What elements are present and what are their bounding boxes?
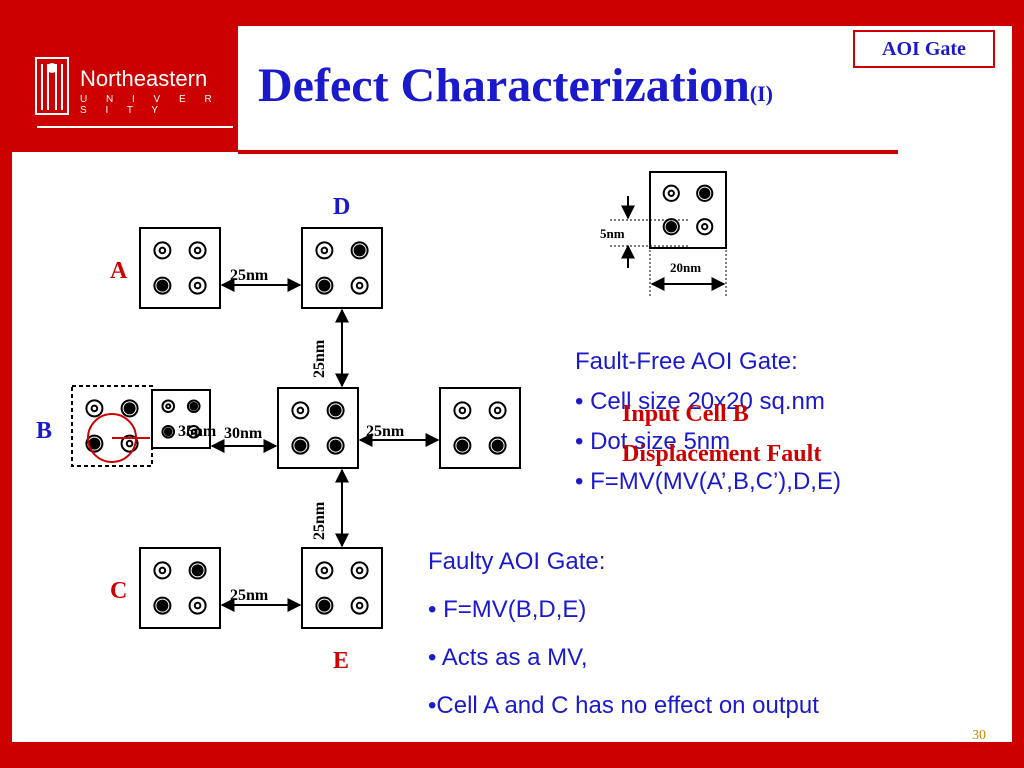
dim-label-bottom: 25nm: [230, 587, 269, 604]
logo-university: U N I V E R S I T Y: [80, 94, 220, 116]
open-dot: [188, 241, 207, 260]
filled-dot: [153, 596, 172, 615]
qca-cells: [71, 171, 727, 629]
title-text: Defect Characterization: [258, 59, 750, 112]
open-dot: [186, 424, 201, 439]
faulty-bullet: •Cell A and C has no effect on output: [428, 692, 819, 719]
open-dot: [188, 276, 207, 295]
dim-label-top: 25nm: [230, 267, 269, 284]
open-dot: [315, 561, 334, 580]
cell-label-d: D: [333, 194, 350, 220]
filled-dot: [326, 401, 345, 420]
legend-cell: [649, 171, 727, 249]
filled-dot: [488, 436, 507, 455]
title-suffix: (I): [749, 81, 773, 106]
dim-label-vert-top: 25nm: [311, 339, 328, 378]
open-dot: [662, 184, 680, 202]
open-dot: [85, 399, 104, 418]
open-dot: [350, 561, 369, 580]
filled-dot: [315, 596, 334, 615]
title-divider: [238, 150, 898, 154]
cell-a: [139, 227, 221, 309]
fault-free-bullet: • F=MV(MV(A’,B,C’),D,E): [575, 468, 841, 495]
filled-dot: [326, 436, 345, 455]
open-dot: [350, 276, 369, 295]
fault-free-block: Fault-Free AOI Gate: • Cell size 20x20 s…: [575, 348, 841, 508]
page-number: 30: [972, 728, 986, 743]
filled-dot: [662, 218, 680, 236]
filled-dot: [153, 276, 172, 295]
cell-label-a: A: [110, 258, 128, 284]
filled-dot: [186, 399, 201, 414]
cell-output: [439, 387, 521, 469]
logo-panel: Northeastern U N I V E R S I T Y: [12, 26, 238, 152]
cell-b-original: [151, 389, 211, 449]
fault-free-bullet: • Dot size 5nm: [575, 428, 731, 455]
faulty-bullet: • Acts as a MV,: [428, 644, 588, 671]
open-dot: [153, 561, 172, 580]
open-dot: [315, 241, 334, 260]
overlay-line-1: Input Cell B: [622, 401, 749, 427]
logo-name: Northeastern: [80, 66, 208, 91]
legend-dot-label: 5nm: [600, 226, 625, 241]
open-dot: [350, 596, 369, 615]
logo-divider: [37, 126, 233, 128]
cell-label-b: B: [36, 418, 52, 444]
filled-dot: [291, 436, 310, 455]
filled-dot: [315, 276, 334, 295]
dim-label-left-35: 35nm: [178, 423, 217, 440]
dim-label-right: 25nm: [366, 423, 405, 440]
open-dot: [488, 401, 507, 420]
open-dot: [291, 401, 310, 420]
cell-label-c: C: [110, 578, 127, 604]
open-dot: [153, 241, 172, 260]
slide-title: Defect Characterization(I): [258, 58, 773, 113]
open-dot: [453, 401, 472, 420]
dim-label-left-30: 30nm: [224, 425, 263, 442]
faulty-block: Faulty AOI Gate: • F=MV(B,D,E) • Acts as…: [428, 548, 819, 740]
tower-icon: [35, 57, 69, 115]
filled-dot: [696, 184, 714, 202]
dimension-lines: [210, 196, 727, 612]
filled-dot: [453, 436, 472, 455]
overlay-line-2: Displacement Fault: [622, 441, 822, 467]
dim-label-vert-bottom: 25nm: [311, 501, 328, 540]
cell-label-e: E: [333, 648, 349, 674]
filled-dot: [350, 241, 369, 260]
open-dot: [188, 596, 207, 615]
aoi-gate-tag: AOI Gate: [853, 30, 995, 68]
cell-center: [277, 387, 359, 469]
legend-cell-label: 20nm: [670, 260, 701, 275]
cell-d: [301, 227, 383, 309]
filled-dot: [120, 399, 139, 418]
filled-dot: [161, 424, 176, 439]
faulty-heading: Faulty AOI Gate:: [428, 548, 606, 575]
cell-b-displaced: [71, 385, 153, 467]
open-dot: [696, 218, 714, 236]
fault-free-heading: Fault-Free AOI Gate:: [575, 348, 798, 375]
cell-e: [301, 547, 383, 629]
faulty-bullet: • F=MV(B,D,E): [428, 596, 587, 623]
filled-dot: [188, 561, 207, 580]
fault-free-bullet: • Cell size 20x20 sq.nm: [575, 388, 825, 415]
open-dot: [161, 399, 176, 414]
fault-overlay: Input Cell B Displacement Fault: [622, 394, 821, 474]
cell-c: [139, 547, 221, 629]
